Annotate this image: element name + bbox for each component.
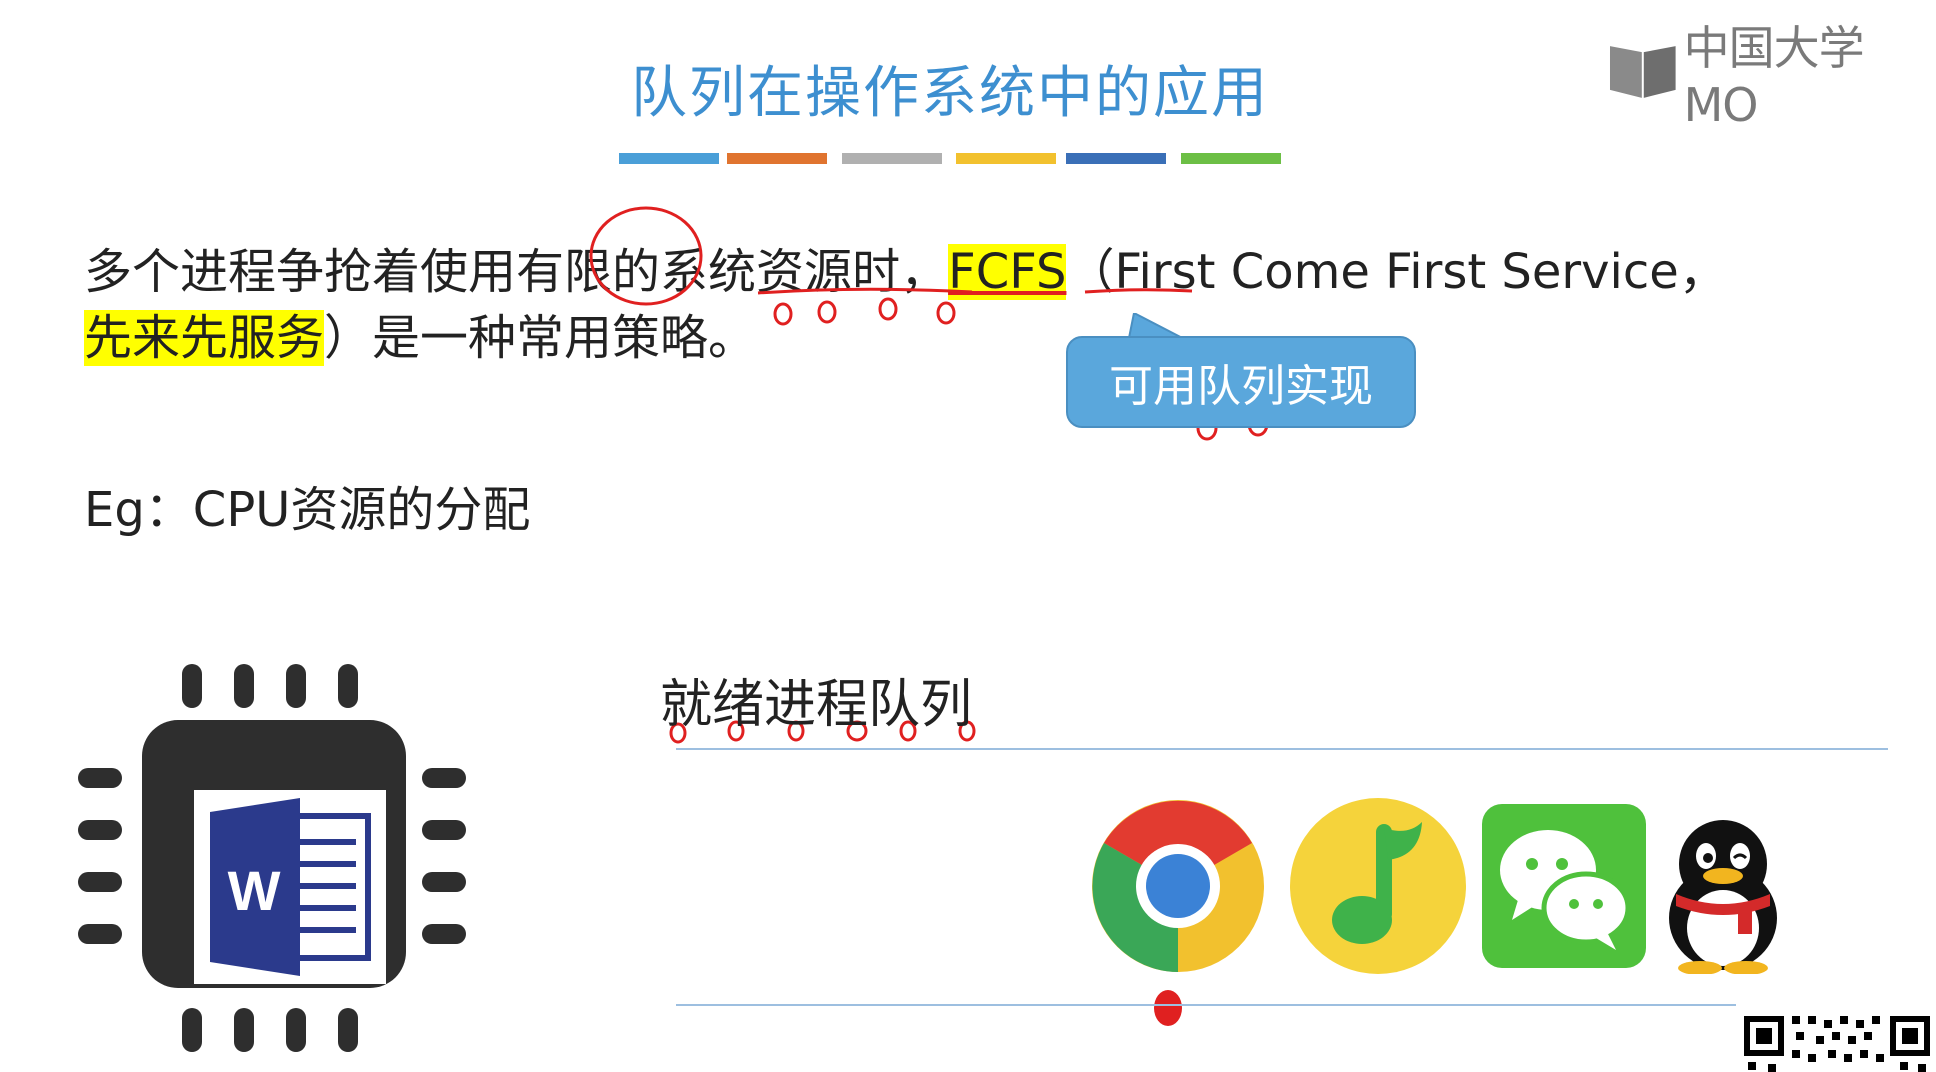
- queue-top-line: [676, 748, 1888, 750]
- wechat-icon: [1482, 804, 1646, 968]
- mark-annotation: [878, 297, 898, 321]
- qq-music-icon: [1290, 798, 1466, 974]
- text-segment: ）是一种常用策略。: [324, 310, 757, 366]
- mark-annotation: [817, 300, 837, 324]
- title-bar-6: [1181, 153, 1281, 164]
- mark-annotation: [787, 720, 805, 742]
- word-icon: W: [196, 790, 386, 984]
- text-segment: 多个进程争抢着使用: [84, 244, 517, 300]
- fcfs-meaning-highlight: 先来先服务: [84, 310, 325, 366]
- mark-annotation: [958, 720, 976, 742]
- paragraph-line-2: 先来先服务）是一种常用策略。: [84, 298, 756, 368]
- title-bar-2: [727, 153, 827, 164]
- queue-bottom-line: [676, 1004, 1736, 1006]
- mooc-logo: 中国大学MO: [1608, 21, 1936, 132]
- underline-annotation: [1084, 288, 1193, 294]
- book-logo-icon: [1609, 46, 1676, 98]
- queue-label: 就绪进程队列: [660, 675, 973, 735]
- title-bar-3: [842, 153, 942, 164]
- circle-annotation: [589, 206, 703, 306]
- mark-annotation: [727, 720, 745, 742]
- mark-annotation: [899, 720, 917, 742]
- chrome-icon: [1092, 800, 1264, 972]
- mark-annotation: [846, 720, 868, 742]
- example-text: Eg：CPU资源的分配: [84, 482, 531, 538]
- qr-code: [1740, 1010, 1936, 1072]
- mark-annotation: [936, 301, 956, 325]
- word-letter: W: [228, 859, 281, 922]
- underline-annotation: [757, 287, 973, 295]
- mark-annotation: [773, 302, 793, 326]
- callout-tail: [1128, 313, 1193, 343]
- slide-title: 队列在操作系统中的应用: [631, 61, 1269, 126]
- qq-penguin-icon: [1669, 820, 1777, 974]
- title-bar-4: [956, 153, 1056, 164]
- circled-text: 有限: [516, 244, 613, 300]
- logo-text: 中国大学MO: [1683, 21, 1865, 132]
- title-bar-5: [1066, 153, 1166, 164]
- callout-box: 可用队列实现: [1066, 336, 1416, 428]
- title-bar-1: [619, 153, 719, 164]
- text-segment: 的: [612, 244, 661, 300]
- mark-annotation: [669, 722, 687, 744]
- filled-mark-annotation: [1154, 990, 1182, 1026]
